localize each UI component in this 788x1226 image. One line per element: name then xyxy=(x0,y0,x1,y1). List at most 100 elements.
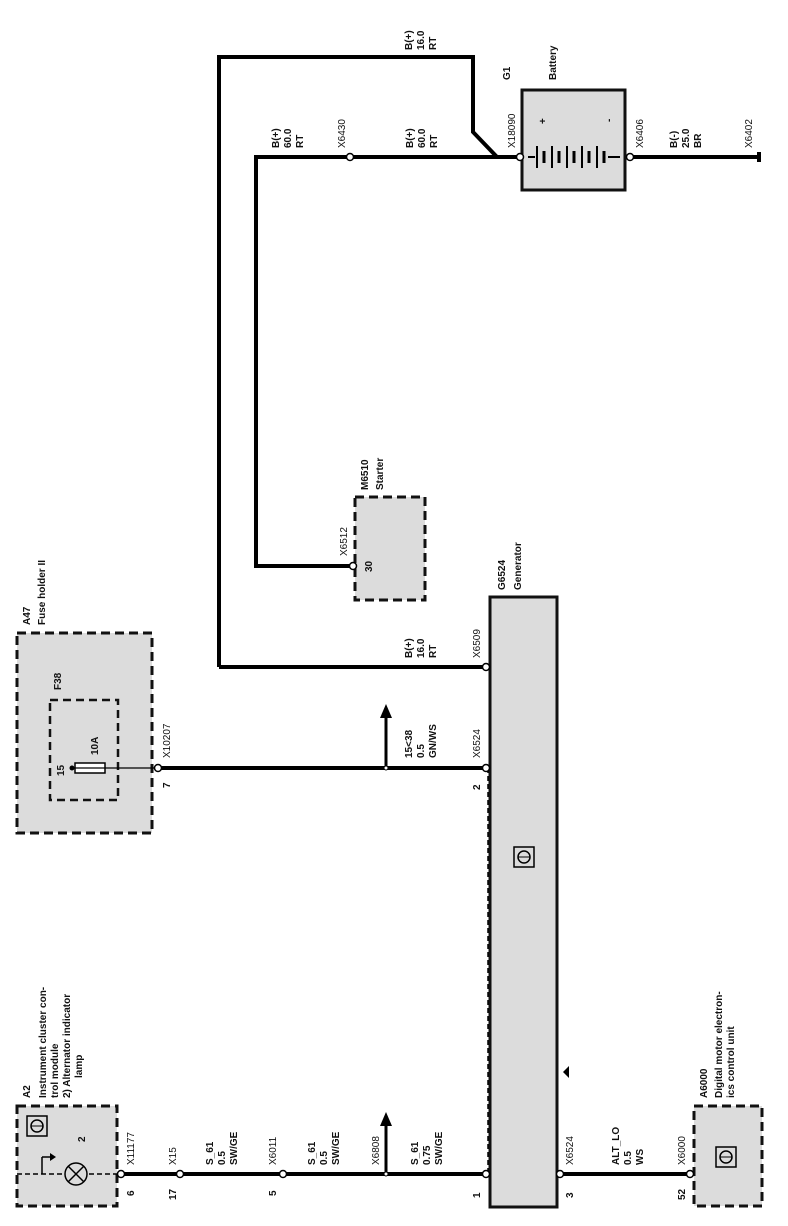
label-x6509: X6509 xyxy=(472,629,483,658)
fuse-id: F38 xyxy=(53,672,64,690)
label-x10207: X10207 xyxy=(162,723,173,758)
svg-text:0.5: 0.5 xyxy=(217,1151,228,1165)
svg-text:15<38: 15<38 xyxy=(404,729,415,758)
pin-label-x6011: 5 xyxy=(268,1190,279,1196)
pin-label-gen-1: 1 xyxy=(472,1192,483,1198)
svg-text:0.5: 0.5 xyxy=(416,744,427,758)
svg-text:S_61: S_61 xyxy=(307,1141,318,1165)
svg-text:lamp: lamp xyxy=(74,1055,85,1078)
indicator-lamp-icon xyxy=(64,1162,88,1186)
label-x15: X15 xyxy=(168,1147,179,1165)
instrument-cluster-box[interactable] xyxy=(15,1104,119,1208)
svg-text:Instrument cluster con-: Instrument cluster con- xyxy=(38,987,49,1098)
svg-text:B(+): B(+) xyxy=(404,30,415,50)
pin-x18090[interactable] xyxy=(515,152,525,162)
pin-label-x6524-bottom: 3 xyxy=(565,1192,576,1198)
pin-x10207[interactable] xyxy=(153,763,163,773)
svg-text:SW/GE: SW/GE xyxy=(331,1131,342,1165)
wire-label-s61-a: S_61 0.5 SW/GE xyxy=(205,1131,240,1165)
svg-text:S_61: S_61 xyxy=(205,1141,216,1165)
svg-text:2) Alternator indicator: 2) Alternator indicator xyxy=(62,994,73,1098)
svg-text:trol module: trol module xyxy=(50,1043,61,1098)
pin-x6524-top[interactable] xyxy=(481,763,491,773)
battery-icon xyxy=(528,146,620,168)
svg-text:B(+): B(+) xyxy=(404,638,415,658)
svg-text:RT: RT xyxy=(428,645,439,658)
pin-x6000[interactable] xyxy=(685,1169,695,1179)
battery-name: Battery xyxy=(548,45,559,80)
svg-text:RT: RT xyxy=(428,37,439,50)
pin-x15[interactable] xyxy=(175,1169,185,1179)
svg-text:60.0: 60.0 xyxy=(417,128,428,148)
generator-box[interactable] xyxy=(488,595,559,1209)
wire-battery-starter[interactable] xyxy=(254,155,520,568)
wire-label-alt-lo: ALT_LO 0.5 WS xyxy=(611,1127,646,1165)
pin-x6406[interactable] xyxy=(625,152,635,162)
label-x6524-top: X6524 xyxy=(472,729,483,758)
cluster-id: A2 xyxy=(22,1085,33,1098)
label-x11177: X11177 xyxy=(126,1132,137,1165)
svg-text:0.75: 0.75 xyxy=(422,1145,433,1165)
cluster-description: Instrument cluster con- trol module 2) A… xyxy=(38,987,85,1098)
battery-plus: + xyxy=(538,118,549,124)
svg-text:S_61: S_61 xyxy=(410,1141,421,1165)
arrow-up-icon xyxy=(380,704,392,718)
svg-text:B(+): B(+) xyxy=(405,128,416,148)
wire-label-gen-b: B(+) 16.0 RT xyxy=(404,638,439,658)
battery-minus: - xyxy=(604,119,615,122)
starter-box[interactable] xyxy=(353,495,427,602)
pin-x6509[interactable] xyxy=(481,662,491,672)
svg-text:16.0: 16.0 xyxy=(416,638,427,658)
generator-name: Generator xyxy=(513,542,524,590)
pin-x6430[interactable] xyxy=(345,152,355,162)
label-x6512: X6512 xyxy=(339,527,350,556)
label-x6000: X6000 xyxy=(677,1136,688,1165)
wire-label-kl15: 15<38 0.5 GN/WS xyxy=(404,724,439,758)
battery-box[interactable] xyxy=(520,88,627,192)
pin-x6512[interactable] xyxy=(348,561,358,571)
ground-terminal-icon xyxy=(757,152,761,162)
pin-x6524-bottom[interactable] xyxy=(555,1169,565,1179)
ground-marker-icon xyxy=(563,1066,569,1078)
wire-label-bat-left: B(+) 60.0 RT xyxy=(271,128,306,148)
pin-gen-1[interactable] xyxy=(481,1169,491,1179)
dme-description: Digital motor electron- ics control unit xyxy=(714,991,737,1098)
pin-label-x11177: 6 xyxy=(126,1190,137,1196)
fuse-holder-name: Fuse holder II xyxy=(37,560,48,625)
pin-x11177[interactable] xyxy=(116,1169,126,1179)
wire-label-s61-c: S_61 0.75 SW/GE xyxy=(410,1131,445,1165)
svg-text:ALT_LO: ALT_LO xyxy=(611,1127,622,1165)
dme-id: A6000 xyxy=(699,1068,710,1098)
pin-label-x10207: 7 xyxy=(162,782,173,788)
wire-top-loop[interactable] xyxy=(217,55,499,667)
svg-text:WS: WS xyxy=(635,1149,646,1165)
svg-text:0.5: 0.5 xyxy=(319,1151,330,1165)
dme-box[interactable] xyxy=(692,1104,764,1208)
control-unit-icon xyxy=(513,846,535,868)
fuse-holder-box[interactable] xyxy=(15,631,154,835)
wire-label-bat-mid: B(+) 60.0 RT xyxy=(405,128,440,148)
wire-label-top-loop: B(+) 16.0 RT xyxy=(404,30,439,50)
fuse-f38-box xyxy=(48,698,120,802)
pin-x6011[interactable] xyxy=(278,1169,288,1179)
svg-text:GN/WS: GN/WS xyxy=(428,724,439,758)
svg-text:16.0: 16.0 xyxy=(416,30,427,50)
starter-pin: 30 xyxy=(364,560,375,572)
starter-name: Starter xyxy=(375,458,386,490)
pin-label-x15: 17 xyxy=(168,1188,179,1200)
pin-label-x6000: 52 xyxy=(677,1188,688,1200)
generator-id: G6524 xyxy=(497,560,508,590)
label-x6808: X6808 xyxy=(371,1136,382,1165)
starter-id: M6510 xyxy=(360,459,371,490)
arrow-up-icon xyxy=(380,1112,392,1126)
fuse-pin: 15 xyxy=(56,764,67,776)
svg-text:RT: RT xyxy=(429,135,440,148)
svg-text:RT: RT xyxy=(295,135,306,148)
control-unit-icon xyxy=(715,1146,737,1168)
svg-text:SW/GE: SW/GE xyxy=(434,1131,445,1165)
label-x6406: X6406 xyxy=(635,119,646,148)
label-x6011: X6011 xyxy=(268,1136,279,1165)
fuse-holder-id: A47 xyxy=(22,606,33,625)
svg-text:Digital motor electron-: Digital motor electron- xyxy=(714,991,725,1098)
